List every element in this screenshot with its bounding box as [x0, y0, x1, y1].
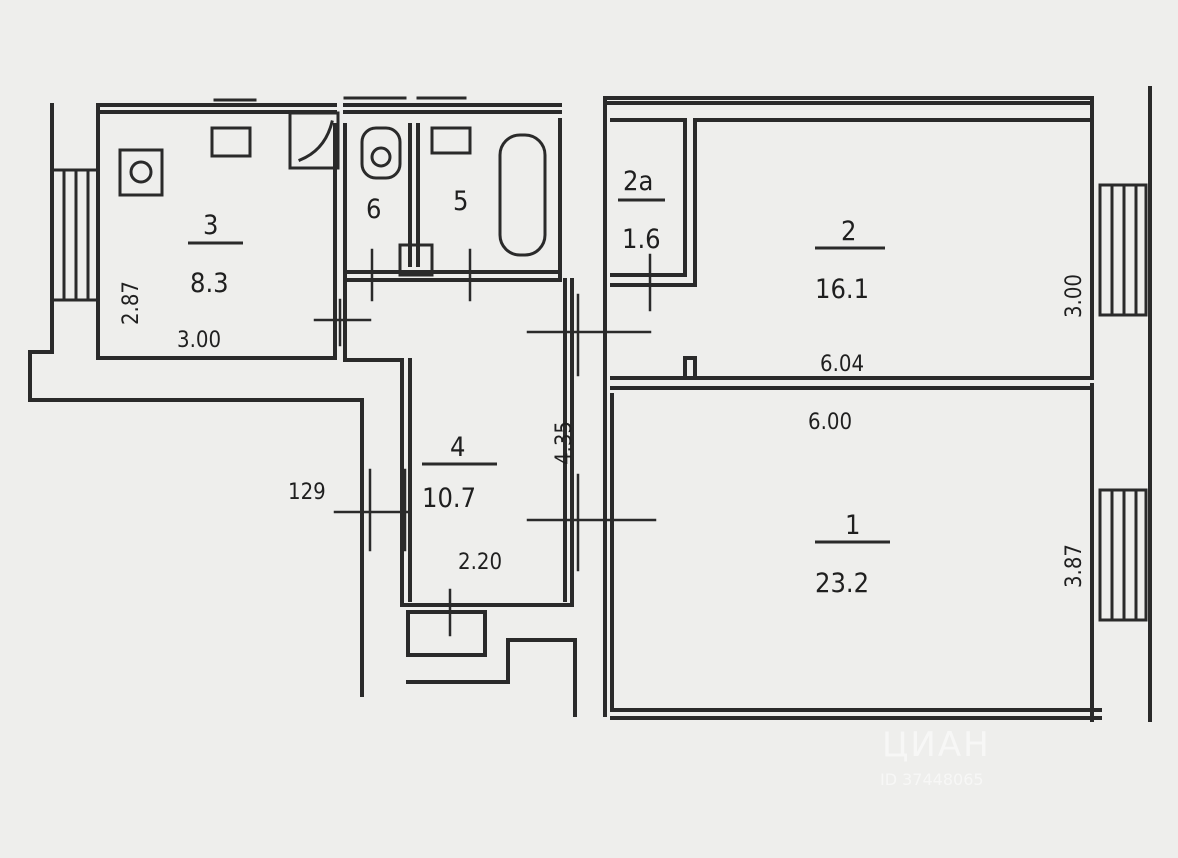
- room-area-3: 8.3: [190, 268, 229, 299]
- dimension-room1-width: 6.00: [808, 410, 853, 435]
- dimension-room3-width: 3.00: [177, 328, 222, 353]
- dimension-room2-height: 3.00: [1062, 273, 1088, 319]
- room-number-2a: 2a: [623, 166, 654, 197]
- room-number-5: 5: [453, 186, 469, 217]
- room-number-1: 1: [845, 510, 861, 541]
- dimension-room1-height: 3.87: [1062, 543, 1088, 589]
- door-marks: [313, 248, 657, 637]
- room-number-4: 4: [450, 432, 466, 463]
- outer-walls: [28, 86, 1152, 722]
- room-area-4: 10.7: [422, 483, 477, 514]
- room-number-6: 6: [366, 194, 382, 225]
- room-number-2: 2: [841, 216, 857, 247]
- room-number-3: 3: [203, 210, 219, 241]
- windows: [50, 96, 1148, 622]
- fixtures: [118, 111, 547, 277]
- dimension-room2-width: 6.04: [820, 352, 865, 377]
- room-area-2a: 1.6: [622, 224, 661, 255]
- room-number-bars: [188, 198, 890, 544]
- watermark-brand: ЦИАН: [882, 725, 991, 765]
- dimension-corridor-height: 4.35: [552, 420, 578, 466]
- watermark-id: ID 37448065: [880, 770, 984, 789]
- interior-walls: [96, 118, 1094, 717]
- room-area-1: 23.2: [815, 568, 870, 599]
- dimension-corridor-side: 129: [288, 480, 326, 505]
- dimension-room3-height: 2.87: [119, 280, 145, 326]
- dimension-corridor-width: 2.20: [458, 550, 503, 575]
- room-area-2: 16.1: [815, 274, 870, 305]
